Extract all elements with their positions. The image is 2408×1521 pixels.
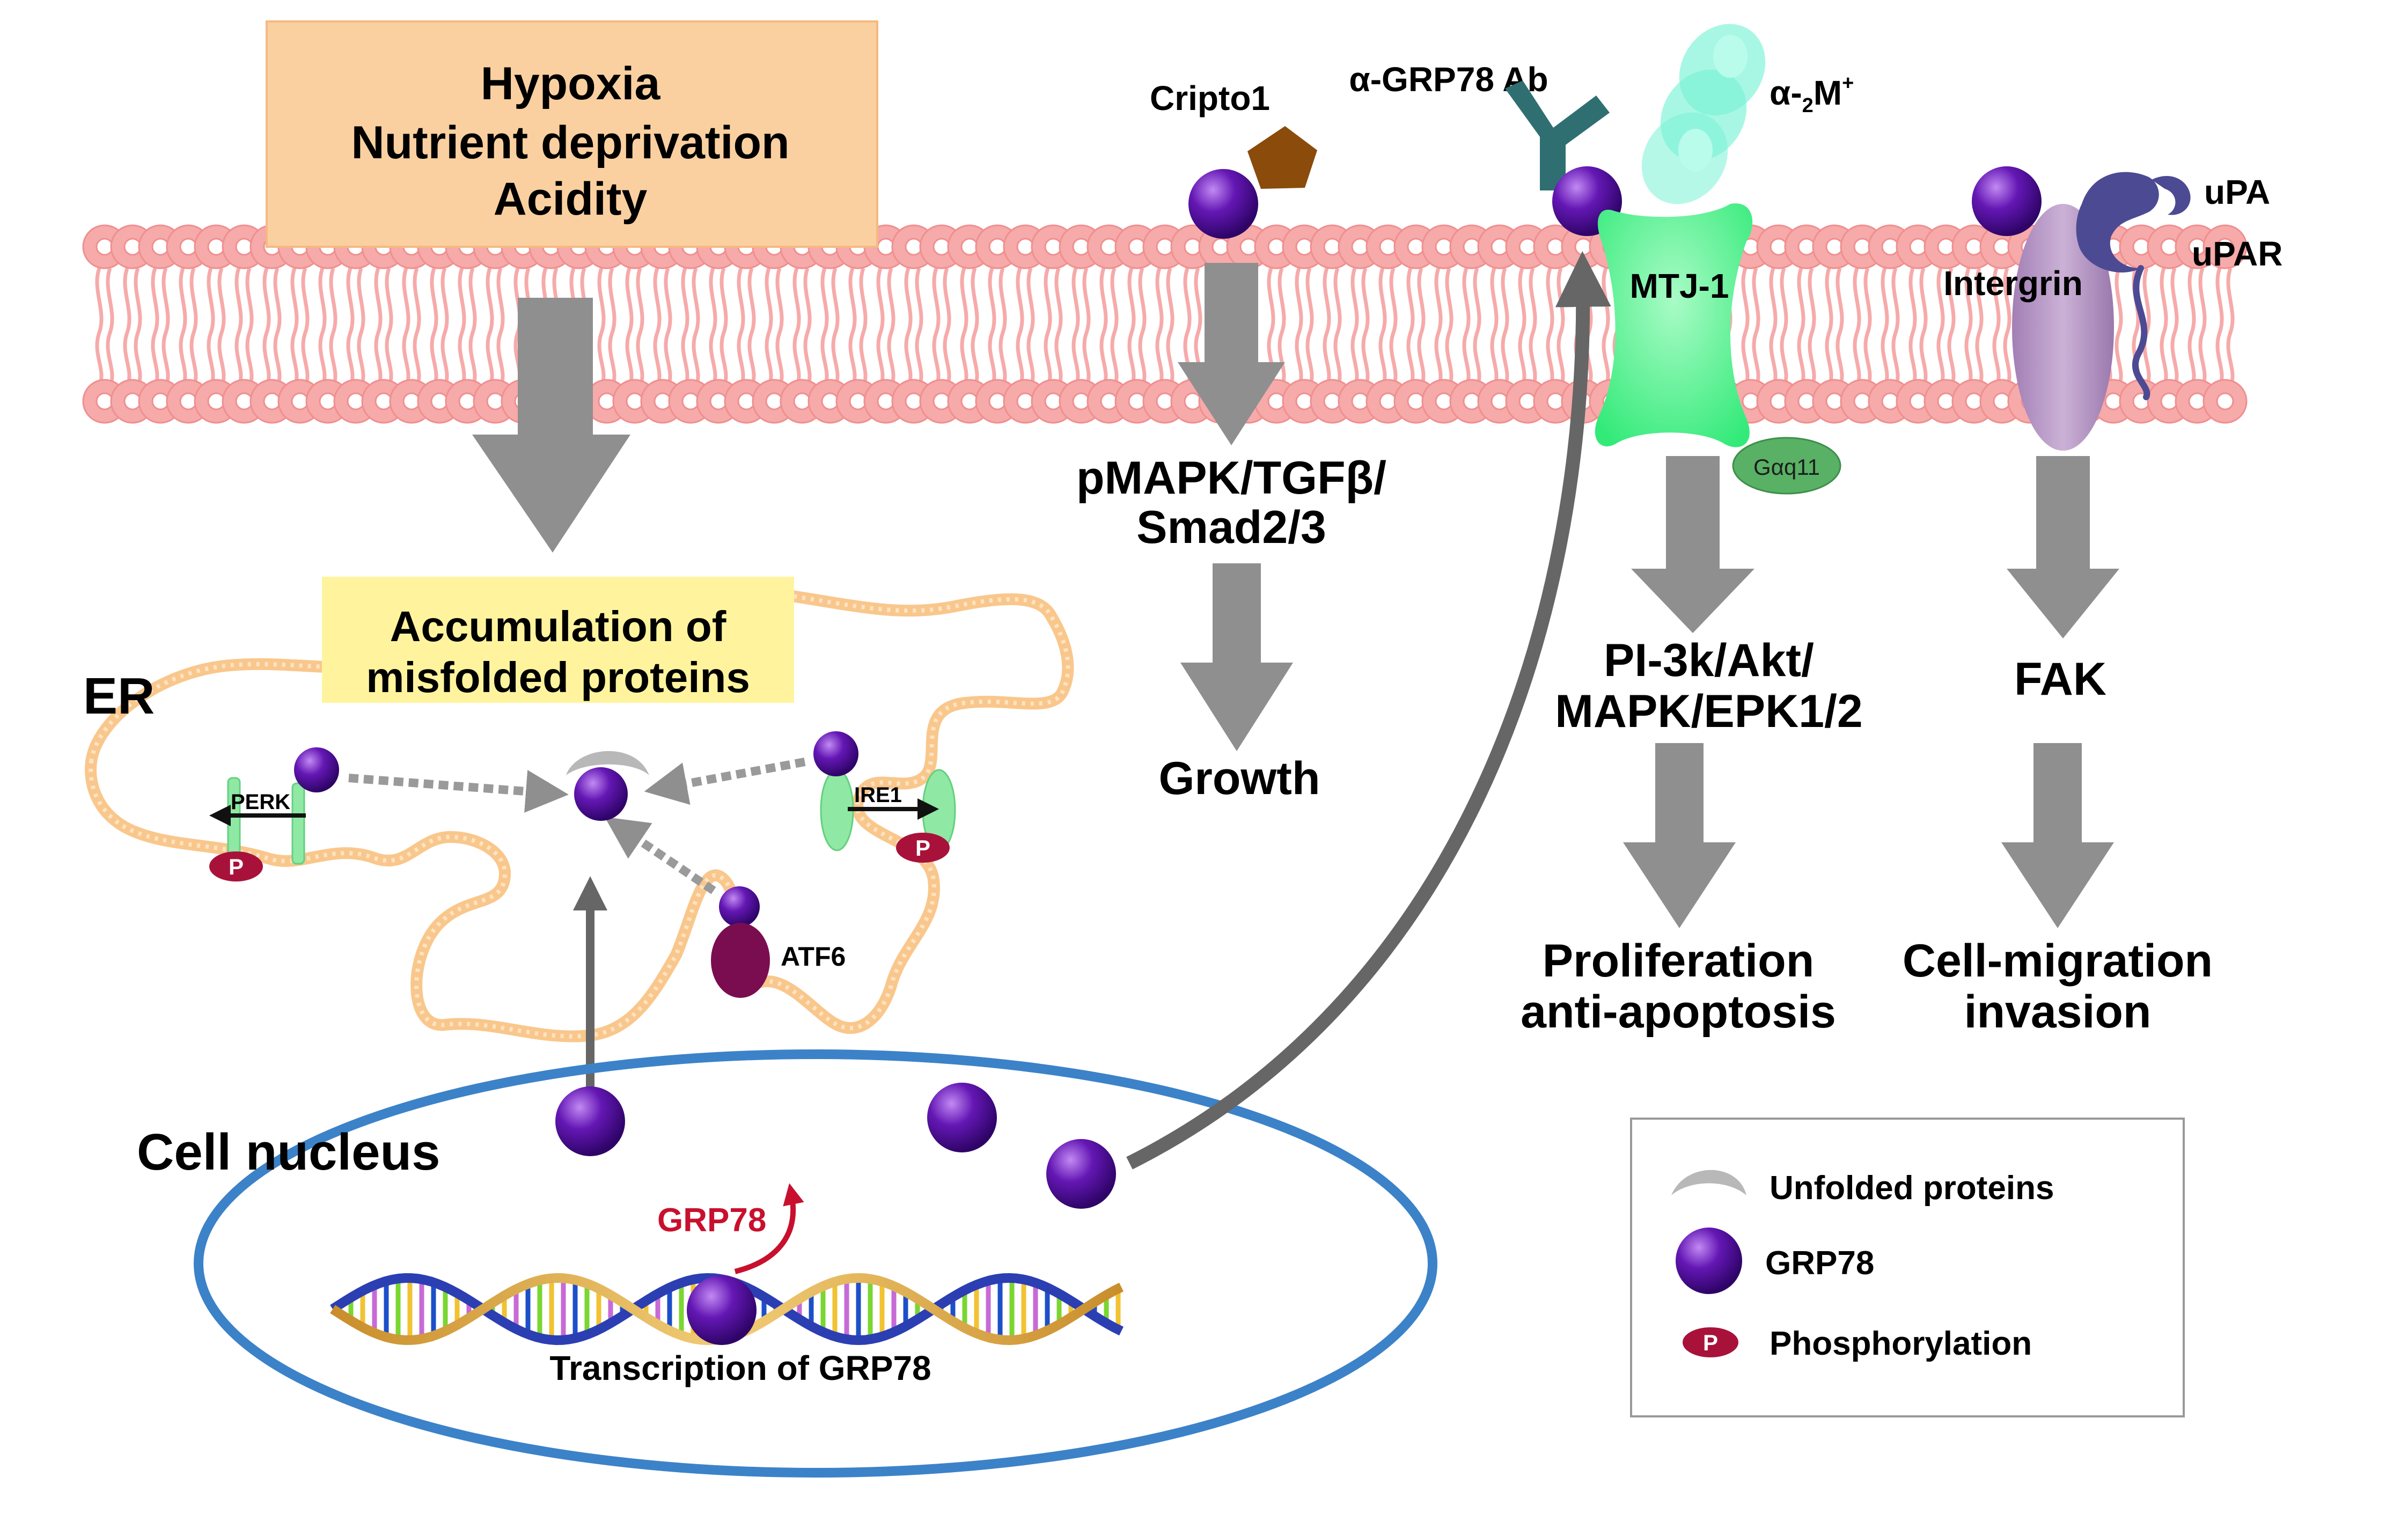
stress-acidity: Acidity — [494, 173, 648, 225]
perk-receptor: PERK P — [209, 747, 339, 881]
phospho-label-ire1: P — [915, 835, 930, 861]
legend-grp78-icon — [1676, 1228, 1742, 1294]
phospho-label-perk: P — [229, 854, 244, 879]
cripto-pathway-line1: pMAPK/TGFβ/ — [1076, 452, 1386, 504]
grp78-ball-cripto — [1188, 169, 1258, 239]
phospho-icon-perk — [209, 851, 263, 881]
cripto1-icon — [1247, 126, 1317, 189]
cripto1-label: Cripto1 — [1150, 79, 1270, 117]
grp78-translocation-arrow — [1126, 251, 1611, 1170]
gaq11-label: Gαq11 — [1753, 454, 1820, 480]
antibody-icon — [1505, 80, 1610, 190]
mtj1-receptor — [1595, 203, 1753, 447]
accumulation-line2: misfolded proteins — [366, 653, 750, 701]
growth-label: Growth — [1159, 753, 1320, 804]
integrin-receptor — [2012, 204, 2114, 451]
perk-label: PERK — [231, 790, 290, 814]
legend-phospho-symbol: P — [1703, 1330, 1718, 1355]
grp78-ball-integrin — [1972, 166, 2042, 236]
fak-label: FAK — [2014, 653, 2106, 705]
stress-nutrient: Nutrient deprivation — [351, 117, 789, 168]
grp78-ball-perk — [294, 747, 339, 792]
integrin-outcome-line1: Cell-migration — [1903, 935, 2213, 987]
mtj-pathway-line1: PI-3k/Akt/ — [1604, 635, 1814, 686]
accumulation-line1: Accumulation of — [390, 602, 726, 650]
alpha2m-icon — [1641, 24, 1766, 204]
grp78-expression-arrow — [734, 1183, 804, 1274]
integrin-arrow-1 — [2007, 456, 2119, 638]
legend-grp78-label: GRP78 — [1765, 1245, 1874, 1282]
legend: Unfolded proteins GRP78 P Phosphorylatio… — [1630, 1118, 2185, 1417]
nucleus-grp78-label: GRP78 — [657, 1202, 766, 1239]
stress-down-arrow — [472, 298, 630, 553]
cell-nucleus — [194, 1049, 1437, 1478]
upa-label: uPA — [2204, 173, 2270, 211]
grp78-ball-dna — [687, 1275, 757, 1345]
integrin-outcome-line2: invasion — [1964, 986, 2152, 1038]
cripto-arrow-2 — [1180, 563, 1293, 751]
mtj-pathway-line2: MAPK/EPK1/2 — [1555, 686, 1863, 737]
integrin-arrow-2 — [2001, 743, 2114, 928]
legend-unfolded-icon — [1671, 1170, 1746, 1195]
grp78-ball-nucleus-2 — [927, 1083, 997, 1152]
grp78-ball-nucleus-3 — [1046, 1139, 1116, 1209]
ire1-label: IRE1 — [854, 783, 902, 807]
legend-unfolded-label: Unfolded proteins — [1770, 1170, 2054, 1207]
upar-label: uPAR — [2192, 234, 2282, 273]
atf6-factor: ATF6 — [711, 886, 846, 998]
atf6-label: ATF6 — [781, 942, 846, 972]
er-label: ER — [83, 667, 155, 725]
ire1-receptor: IRE1 P — [813, 731, 956, 863]
unfolded-protein-icon — [566, 751, 649, 775]
upa-upar-icon — [2076, 172, 2191, 400]
accumulation-box: Accumulation of misfolded proteins — [322, 577, 794, 703]
er-dashed-arrows — [348, 758, 806, 894]
transcription-label: Transcription of GRP78 — [549, 1349, 931, 1387]
legend-phospho-label: Phosphorylation — [1770, 1325, 2032, 1362]
mtj-outcome-line1: Proliferation — [1543, 935, 1815, 987]
alpha2m-label: α-2M+ — [1770, 72, 1854, 117]
grp78-ball-ire1 — [813, 731, 858, 776]
mtj-arrow-1 — [1631, 456, 1754, 633]
cripto-pathway-line2: Smad2/3 — [1136, 502, 1326, 553]
mtj-arrow-2 — [1623, 743, 1736, 928]
stress-conditions-box: Hypoxia Nutrient deprivation Acidity — [266, 20, 878, 248]
gaq11-protein — [1732, 437, 1841, 495]
grp78-ball-nucleus-1 — [555, 1086, 625, 1156]
cell-membrane — [82, 224, 2248, 424]
stress-hypoxia: Hypoxia — [481, 58, 661, 109]
grp78-ball-atf6 — [719, 886, 760, 927]
mtj1-label: MTJ-1 — [1630, 267, 1729, 305]
grp78-ball-er-center — [574, 767, 628, 821]
mtj-outcome-line2: anti-apoptosis — [1521, 986, 1836, 1038]
nucleus-label: Cell nucleus — [137, 1123, 441, 1181]
legend-phospho-icon — [1683, 1327, 1738, 1357]
cripto-arrow-1 — [1178, 263, 1285, 445]
integrin-label: Intergrin — [1943, 264, 2083, 303]
phospho-icon-ire1 — [896, 833, 950, 863]
